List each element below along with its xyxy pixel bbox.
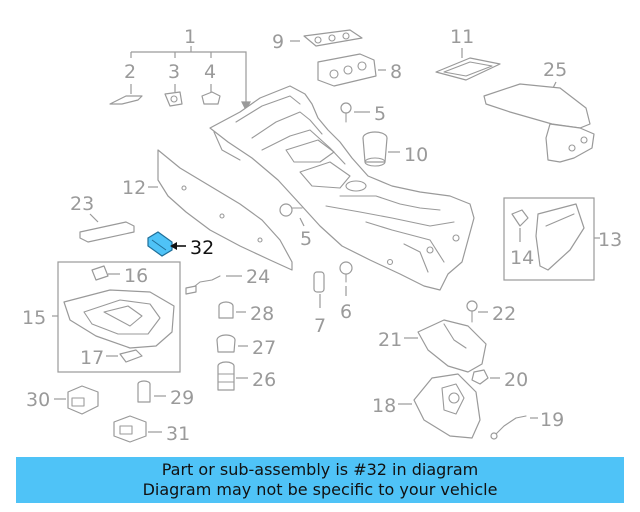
callout-28: 28 (250, 303, 274, 325)
highlighted-part (147, 231, 173, 257)
callout-21: 21 (378, 329, 402, 351)
callout-1-group: 1 (130, 26, 251, 112)
callout-11: 11 (450, 26, 474, 48)
part-8: 8 (317, 53, 402, 87)
part-29: 29 (137, 380, 194, 409)
part-15-box: 15 16 17 (22, 261, 181, 373)
callout-20: 20 (504, 369, 528, 391)
part-28: 28 (218, 301, 274, 325)
callout-32: 32 (190, 237, 214, 259)
callout-27: 27 (252, 337, 276, 359)
part-4: 4 (201, 61, 221, 105)
callout-5-upper: 5 (374, 103, 386, 125)
part-30: 30 (26, 385, 99, 415)
info-banner: Part or sub-assembly is #32 in diagram D… (16, 457, 624, 503)
part-31: 31 (113, 415, 190, 445)
callout-8: 8 (390, 61, 402, 83)
part-20: 20 (471, 369, 528, 391)
callout-14: 14 (510, 247, 534, 269)
part-27: 27 (216, 334, 276, 359)
part-5-lower: 5 (279, 203, 312, 250)
callout-25: 25 (543, 59, 567, 81)
part-13-box: 13 14 (503, 197, 622, 281)
callout-30: 30 (26, 389, 50, 411)
part-12: 12 (122, 149, 293, 271)
part-9: 9 (272, 29, 363, 53)
part-11: 11 (435, 26, 501, 81)
banner-line-1: Part or sub-assembly is #32 in diagram (161, 460, 479, 479)
callout-7: 7 (314, 315, 326, 337)
part-2: 2 (109, 61, 143, 105)
callout-1: 1 (184, 26, 196, 48)
callout-6: 6 (340, 301, 352, 323)
banner-line-2: Diagram may not be specific to your vehi… (142, 480, 498, 499)
part-26: 26 (217, 361, 276, 391)
callout-22: 22 (492, 303, 516, 325)
part-25: 25 (483, 59, 595, 163)
callout-4: 4 (204, 61, 216, 83)
part-7: 7 (313, 271, 326, 337)
callout-26: 26 (252, 369, 276, 391)
part-10: 10 (362, 131, 428, 167)
callout-16: 16 (124, 265, 148, 287)
callout-12: 12 (122, 177, 146, 199)
callout-13: 13 (598, 229, 622, 251)
callout-31: 31 (166, 423, 190, 445)
callout-29: 29 (170, 387, 194, 409)
callout-18: 18 (372, 395, 396, 417)
part-5-upper: 5 (340, 102, 386, 125)
callout-2: 2 (124, 61, 136, 83)
part-22: 22 (466, 300, 516, 325)
part-19: 19 (490, 409, 564, 440)
part-24: 24 (185, 266, 270, 295)
callout-17: 17 (80, 347, 104, 369)
part-21: 21 (378, 319, 487, 373)
callout-19: 19 (540, 409, 564, 431)
center-console (209, 85, 475, 291)
callout-24: 24 (246, 266, 270, 288)
callout-10: 10 (404, 144, 428, 166)
callout-23: 23 (70, 193, 94, 215)
callout-3: 3 (168, 61, 180, 83)
callout-9: 9 (272, 31, 284, 53)
part-23: 23 (70, 193, 135, 243)
part-18: 18 (372, 373, 481, 439)
part-3: 3 (164, 61, 183, 107)
callout-5-lower: 5 (300, 228, 312, 250)
part-6: 6 (339, 261, 353, 323)
callout-15: 15 (22, 307, 46, 329)
part-32-highlighted: 32 (147, 231, 214, 259)
